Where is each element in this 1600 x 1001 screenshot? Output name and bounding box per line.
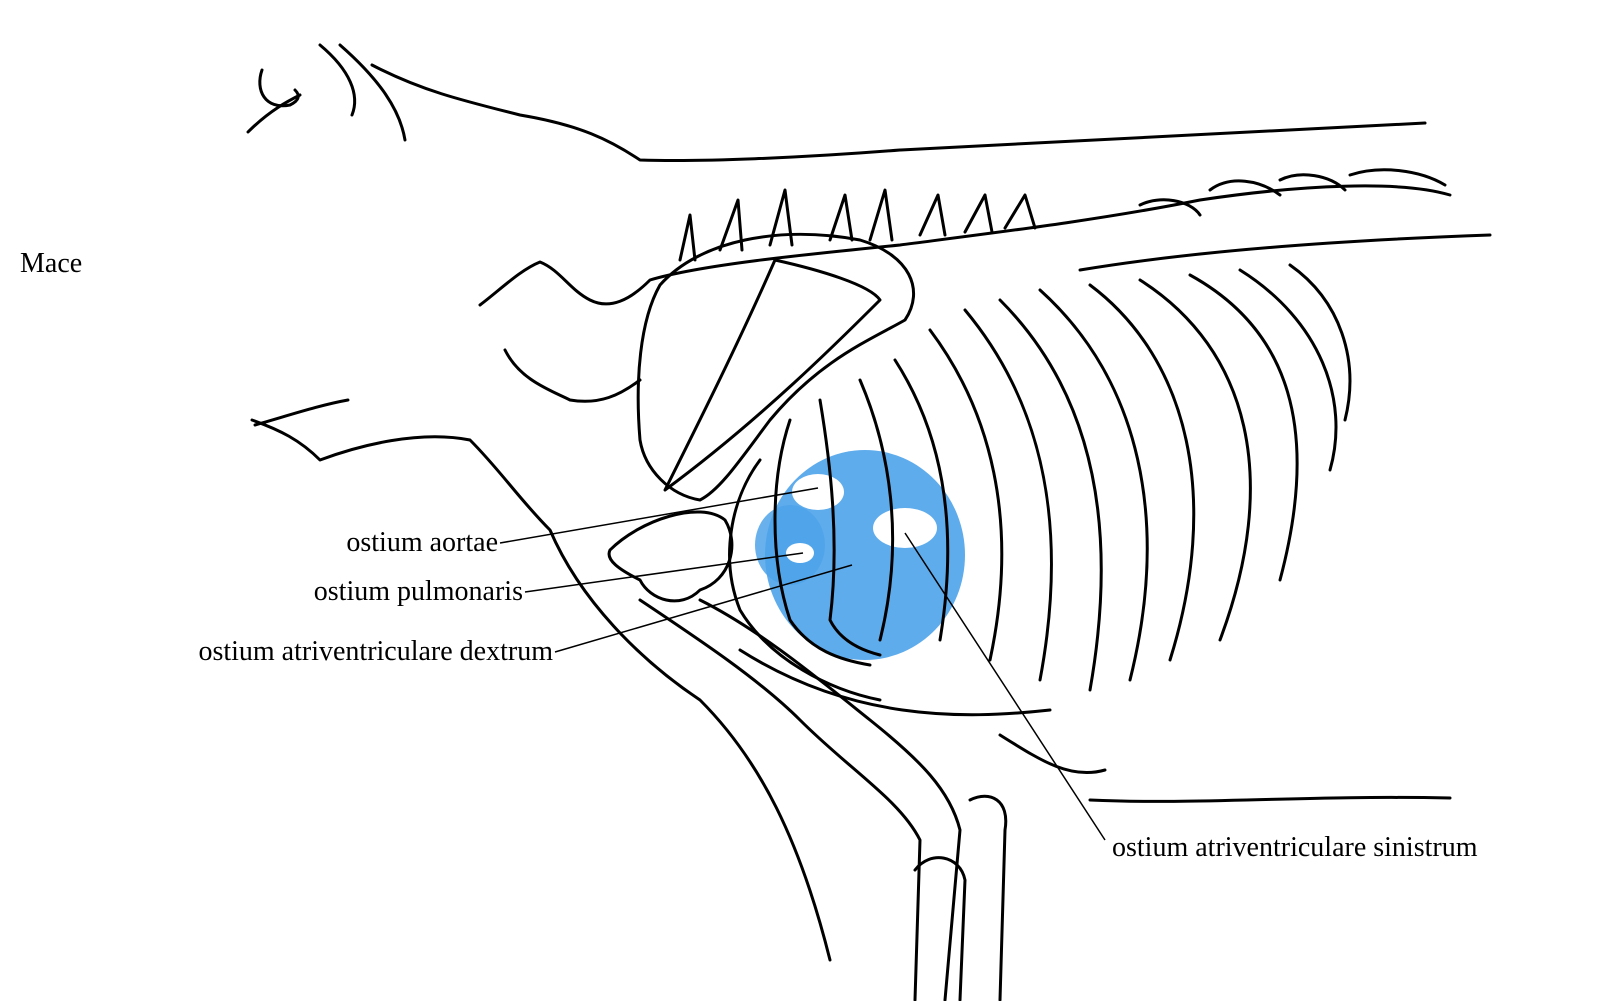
leader-line-pulmonaris [524, 552, 804, 593]
heart-auscultation-area [755, 450, 965, 660]
label-ostium-atriventriculare-dextrum: ostium atriventriculare dextrum [198, 636, 553, 667]
scapula-forelimb [607, 232, 1008, 1001]
leader-line-aortae [499, 487, 819, 544]
body-outline [246, 43, 1452, 962]
spine [478, 168, 1492, 403]
species-title: Mace [20, 248, 83, 279]
spinous-processes [678, 188, 1037, 262]
label-ostium-aortae: ostium aortae [346, 527, 498, 558]
label-ostium-atriventriculare-sinistrum: ostium atriventriculare sinistrum [1112, 832, 1478, 863]
leader-line-dextrum [554, 564, 853, 653]
label-ostium-pulmonaris: ostium pulmonaris [313, 576, 523, 607]
ribs [728, 263, 1352, 717]
leader-line-sinistrum [904, 532, 1106, 841]
